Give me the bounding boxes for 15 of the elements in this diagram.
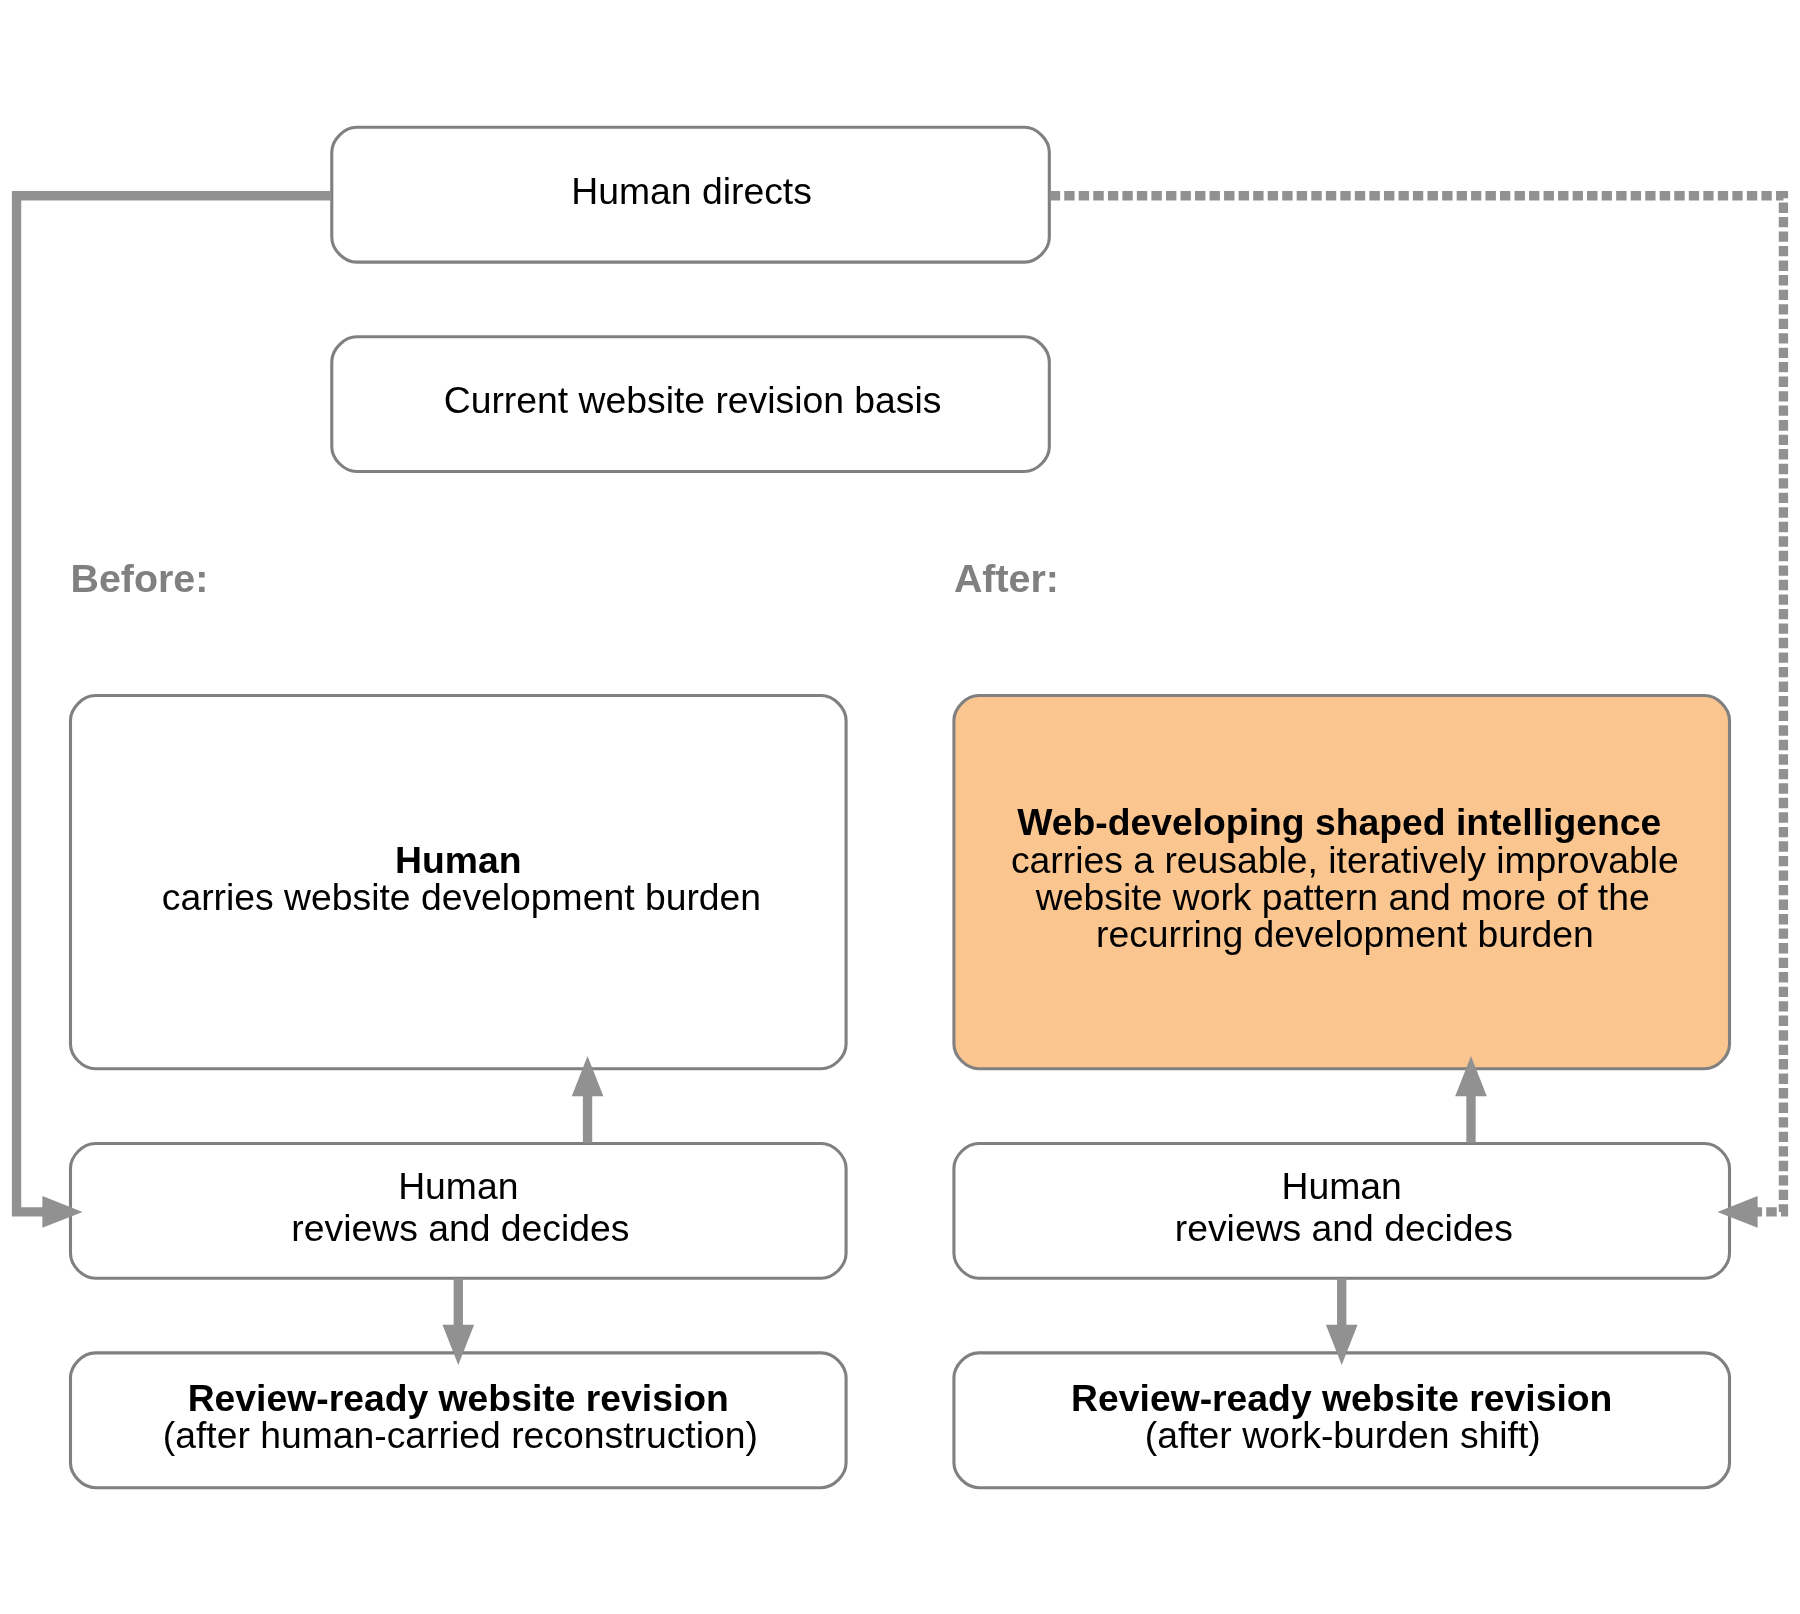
node-box: Human reviews and decides [68,1141,848,1280]
arrow [442,1277,475,1365]
arrow [1325,1277,1358,1365]
node-box: Review-ready website revision (after human-carried reconstruction) [68,1350,848,1489]
node-box: Current website revision basis [330,334,1051,473]
node-box: Review-ready website revision (after work-burden shift) [952,1350,1732,1489]
arrow [1455,1055,1487,1143]
node-box: Human carries website development burden [68,693,848,1070]
node-box: Human reviews and decides [952,1141,1732,1280]
label: Before: [70,555,209,600]
arrow [571,1055,604,1143]
label: After: [953,555,1059,600]
node-box: Web-developing shaped intelligence carries a reusable, iteratively improvable website work pattern and more of the recurring development burden [952,693,1732,1070]
arrow [1049,190,1789,1228]
node-box: Human directs [330,125,1051,264]
